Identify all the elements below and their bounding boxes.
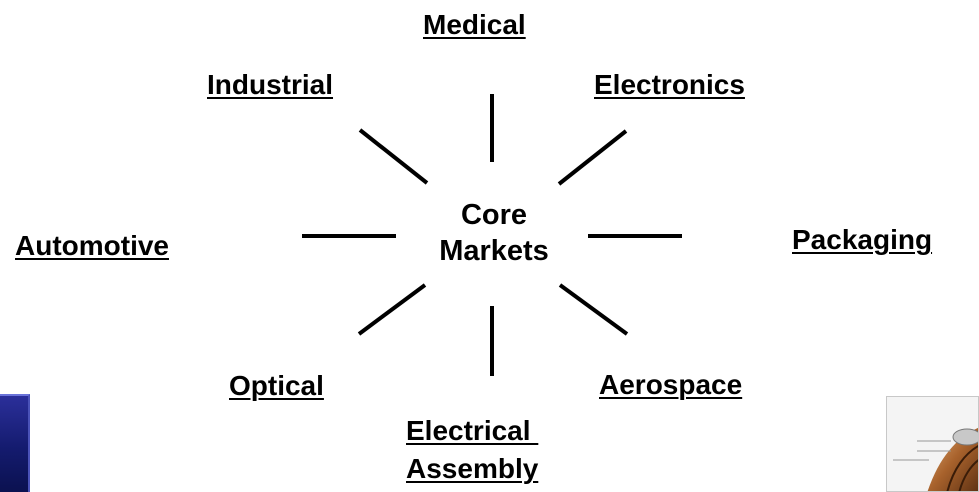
product-photo [886, 396, 979, 492]
product-photo-image [887, 397, 978, 491]
market-label-automotive[interactable]: Automotive [15, 230, 169, 261]
market-label-electronics[interactable]: Electronics [594, 69, 745, 100]
slide-panel-decoration [0, 394, 30, 492]
center-line-2: Markets [439, 235, 549, 267]
core-markets-title: Core Markets [420, 197, 568, 269]
center-line-1: Core [460, 199, 528, 231]
spoke-industrial [358, 128, 429, 185]
market-label-electrical-assembly[interactable]: Electrical Assembly [406, 412, 538, 488]
market-label-industrial[interactable]: Industrial [207, 69, 334, 100]
spoke-optical [357, 283, 427, 336]
electrical-assembly-line-1: Electrical [406, 415, 539, 446]
spoke-aerospace [558, 283, 629, 336]
market-label-packaging[interactable]: Packaging [792, 224, 933, 255]
market-label-medical[interactable]: Medical [423, 9, 526, 40]
market-label-optical[interactable]: Optical [229, 370, 324, 401]
electrical-assembly-line-2: Assembly [406, 453, 539, 484]
market-label-aerospace[interactable]: Aerospace [599, 369, 743, 400]
spoke-electronics [557, 129, 628, 186]
